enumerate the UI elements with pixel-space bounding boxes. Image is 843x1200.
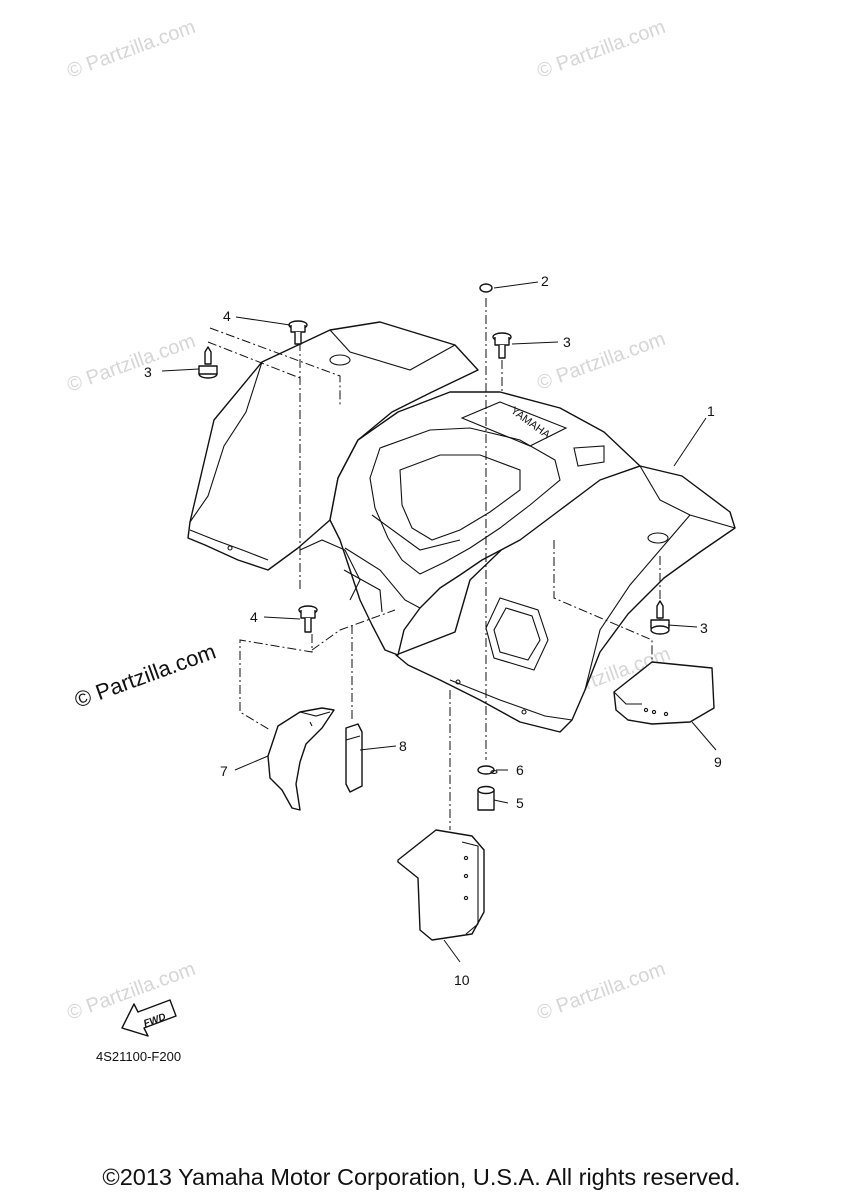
bolt-part-4-lower[interactable] [298,605,318,633]
fwd-arrow-icon: FWD [121,999,177,1037]
callout-5: 5 [516,795,524,811]
watermark: © Partzilla.com [64,16,198,83]
callout-10: 10 [454,972,470,988]
screw-part-3-right[interactable] [650,600,670,635]
nut-part-5[interactable] [477,785,495,811]
bolt-part-3-upper-right[interactable] [492,332,512,359]
mud-guard-part-7[interactable] [267,707,335,811]
watermark: © Partzilla.com [64,330,198,397]
callout-6: 6 [516,762,524,778]
copyright-notice: ©2013 Yamaha Motor Corporation, U.S.A. A… [102,1164,741,1190]
watermark: © Partzilla.com [534,958,668,1025]
callout-8: 8 [399,738,407,754]
bolt-part-4-upper[interactable] [288,320,308,345]
washer-part-6[interactable] [477,765,498,775]
flap-part-10[interactable] [397,829,485,941]
callout-3: 3 [144,364,152,380]
watermark-prominent: © Partzilla.com [71,639,219,713]
callout-1: 1 [707,403,715,419]
callouts: 1 2 3 3 3 4 4 5 6 7 8 9 10 [144,273,722,988]
screw-part-3-left[interactable] [198,346,218,379]
watermark: © Partzilla.com [534,328,668,395]
cap-part-2[interactable] [479,283,493,293]
flap-part-9[interactable] [613,661,715,725]
strip-part-8[interactable] [345,723,363,793]
hardware [198,283,670,811]
callout-4: 4 [250,609,258,625]
callout-3: 3 [563,334,571,350]
callout-7: 7 [220,763,228,779]
callout-2: 2 [541,273,549,289]
callout-4: 4 [223,308,231,324]
callout-9: 9 [714,754,722,770]
diagram-reference-code: 4S21100-F200 [96,1049,182,1064]
callout-3: 3 [700,620,708,636]
watermark: © Partzilla.com [534,16,668,83]
leader-lines [161,281,717,963]
rear-fender-part-1[interactable]: YAMAHA [187,321,736,733]
